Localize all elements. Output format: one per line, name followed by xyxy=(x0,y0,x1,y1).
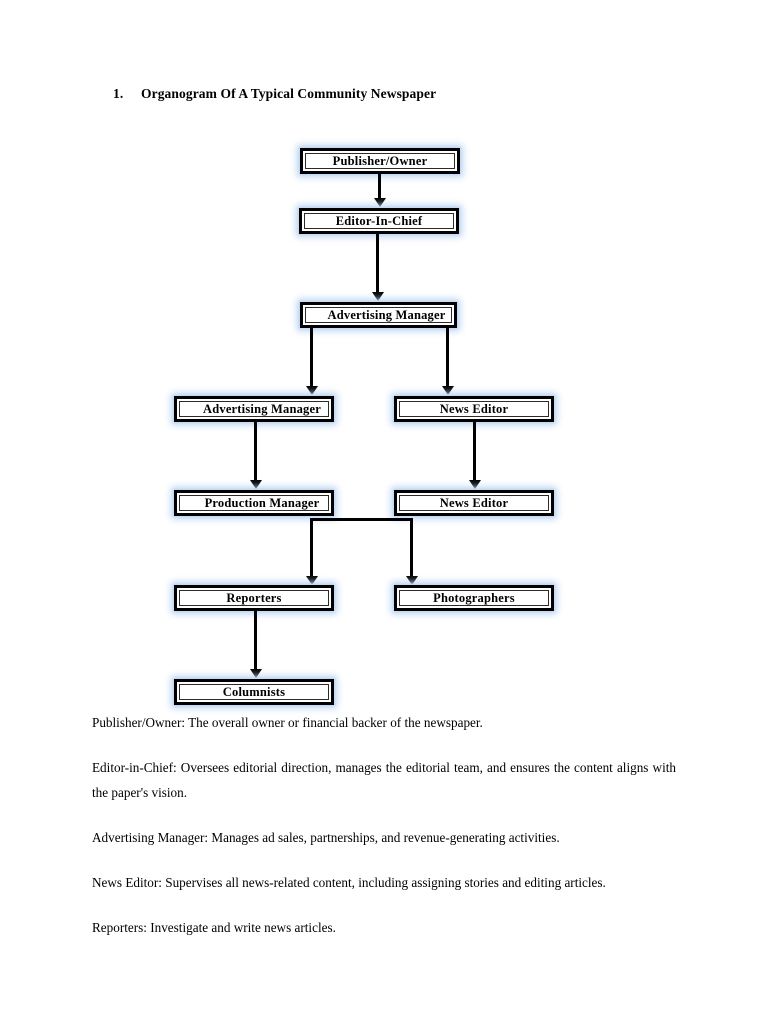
arrowhead-production-to-reporters xyxy=(306,576,318,585)
node-label: Reporters xyxy=(226,590,282,605)
heading-number: 1. xyxy=(113,86,124,101)
paragraph-publisher-owner: Publisher/Owner: The overall owner or fi… xyxy=(92,715,483,730)
arrowhead-advertising-manager-to-right xyxy=(442,386,454,395)
connector-production-to-reporters xyxy=(310,518,313,580)
node-label: Advertising Manager xyxy=(327,307,446,322)
node-news-editor-right[interactable]: News Editor xyxy=(394,396,554,422)
arrowhead-publisher-to-editor xyxy=(374,198,386,207)
node-label: News Editor xyxy=(439,401,509,416)
heading-text: Organogram Of A Typical Community Newspa… xyxy=(141,86,437,101)
node-label: Publisher/Owner xyxy=(332,153,428,168)
node-label: Photographers xyxy=(433,590,515,605)
node-reporters[interactable]: Reporters xyxy=(174,585,334,611)
arrowhead-reporters-to-columnists xyxy=(250,669,262,678)
node-production-manager[interactable]: Production Manager xyxy=(174,490,334,516)
node-columnists[interactable]: Columnists xyxy=(174,679,334,705)
connector-advertising-manager-to-right xyxy=(446,328,449,390)
paragraph-news-editor: News Editor: Supervises all news-related… xyxy=(92,874,606,890)
paragraph-reporters: Reporters: Investigate and write news ar… xyxy=(92,919,336,935)
node-publisher-owner[interactable]: Publisher/Owner xyxy=(300,148,460,174)
connector-production-to-photographers xyxy=(410,518,413,580)
arrowhead-editor-to-advertising-manager xyxy=(372,292,384,301)
organogram-diagram: Publisher/Owner Editor-In-Chief Advertis… xyxy=(174,148,554,705)
connector-advertising-left-to-production xyxy=(254,422,257,484)
page-heading: 1. Organogram Of A Typical Community News… xyxy=(113,86,673,102)
connector-news-editor-to-news-editor-2 xyxy=(473,422,476,484)
node-photographers[interactable]: Photographers xyxy=(394,585,554,611)
node-news-editor-2[interactable]: News Editor xyxy=(394,490,554,516)
node-advertising-manager-top[interactable]: Advertising Manager xyxy=(300,302,457,328)
node-editor-in-chief[interactable]: Editor-In-Chief xyxy=(299,208,459,234)
arrowhead-news-editor-to-news-editor-2 xyxy=(469,480,481,489)
connector-editor-to-advertising-manager xyxy=(376,234,379,296)
connector-reporters-to-columnists xyxy=(254,611,257,673)
paragraph-editor-in-chief: Editor-in-Chief: Oversees editorial dire… xyxy=(92,759,676,801)
arrowhead-production-to-photographers xyxy=(406,576,418,585)
arrowhead-advertising-manager-to-left xyxy=(306,386,318,395)
node-label: Production Manager xyxy=(204,495,320,510)
arrowhead-advertising-left-to-production xyxy=(250,480,262,489)
connector-publisher-to-editor xyxy=(378,174,381,202)
connector-split-bar-production xyxy=(310,518,413,521)
paragraph-advertising-manager: Advertising Manager: Manages ad sales, p… xyxy=(92,830,560,846)
node-label: Advertising Manager xyxy=(202,401,322,416)
role-descriptions: Publisher/Owner: The overall owner or fi… xyxy=(92,710,676,940)
node-label: Editor-In-Chief xyxy=(335,213,423,228)
connector-advertising-manager-to-left xyxy=(310,328,313,390)
node-advertising-manager-left[interactable]: Advertising Manager xyxy=(174,396,334,422)
node-label: Columnists xyxy=(222,684,286,699)
node-label: News Editor xyxy=(439,495,509,510)
